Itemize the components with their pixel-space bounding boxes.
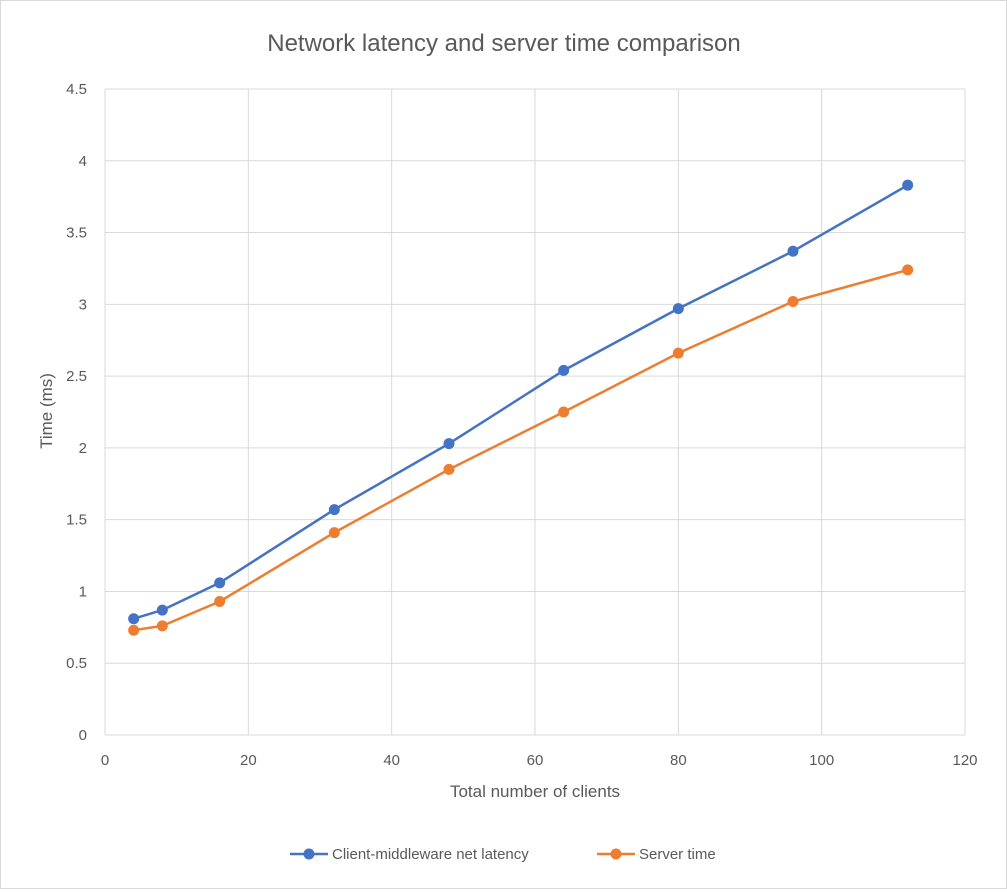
y-tick-label: 2.5 [66,368,87,385]
y-tick-label: 0 [79,727,87,744]
x-tick-label: 40 [383,752,400,769]
y-tick-label: 2 [79,440,87,457]
data-point [902,179,914,191]
data-point [672,347,684,359]
legend-item-1: Client-middleware net latency [290,846,529,863]
data-point [558,406,570,418]
legend-marker [303,848,315,860]
chart-title: Network latency and server time comparis… [267,30,741,57]
x-axis-title: Total number of clients [450,782,620,801]
data-point [328,504,340,516]
x-tick-label: 60 [527,752,544,769]
x-tick-label: 0 [101,752,109,769]
series-2 [128,264,914,636]
legend-item-2: Server time [597,846,716,863]
data-point [214,577,226,589]
series-line [133,268,909,632]
legend: Client-middleware net latency Server time [290,846,716,863]
grid [104,88,966,736]
x-axis-ticks: 0 20 40 60 80 100 120 [101,752,978,769]
data-point [156,604,168,616]
y-tick-label: 0.5 [66,655,87,672]
data-point [443,438,455,450]
data-point [787,245,799,257]
data-point [443,463,455,475]
data-point [902,264,914,276]
y-tick-label: 4 [79,153,87,170]
legend-label: Client-middleware net latency [332,846,529,863]
y-axis-title: Time (ms) [37,373,56,449]
y-tick-label: 3 [79,296,87,313]
legend-marker [610,848,622,860]
y-tick-label: 3.5 [66,225,87,242]
x-tick-label: 100 [809,752,834,769]
data-point [156,620,168,632]
data-point [558,364,570,376]
x-tick-label: 80 [670,752,687,769]
series-1 [128,179,914,625]
y-tick-label: 1.5 [66,512,87,529]
data-point [787,295,799,307]
data-point [672,303,684,315]
data-point [128,624,140,636]
series-layer [128,179,914,636]
data-point [328,527,340,539]
x-tick-label: 20 [240,752,257,769]
y-axis-ticks: 0 0.5 1 1.5 2 2.5 3 3.5 4 4.5 [66,81,87,744]
y-tick-label: 1 [79,583,87,600]
x-tick-label: 120 [952,752,977,769]
data-point [128,613,140,625]
y-tick-label: 4.5 [66,81,87,98]
data-point [214,595,226,607]
legend-label: Server time [639,846,716,863]
